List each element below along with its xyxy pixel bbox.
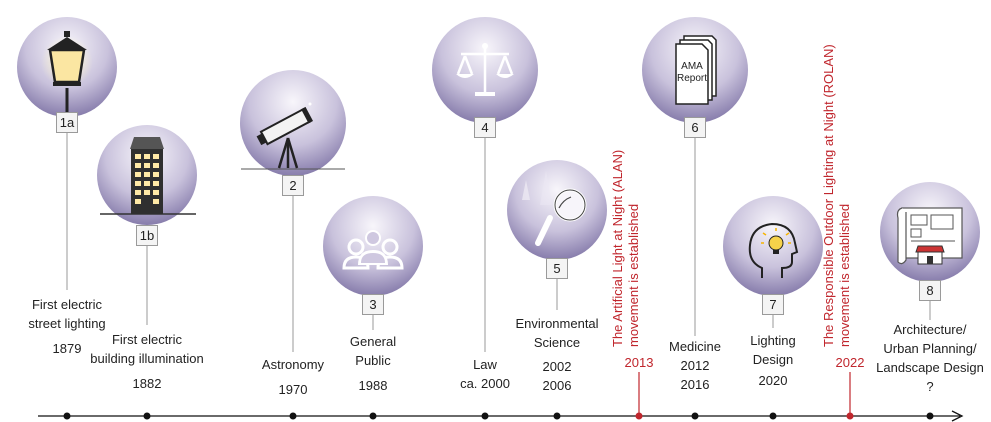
axis-markers <box>63 412 934 420</box>
milestone-text-line2: Urban Planning/ <box>883 341 977 356</box>
milestone-badge-5: 5 <box>546 258 568 279</box>
blueprint-icon <box>880 182 980 282</box>
milestone-year: 1988 <box>358 378 388 393</box>
milestone-year: ? <box>926 379 934 394</box>
report-icon: AMA Report <box>642 17 748 123</box>
head-lightbulb-icon <box>723 196 823 296</box>
milestone-label-6: Medicine 2012 2016 <box>669 337 721 394</box>
milestone-year: 2012 <box>680 358 710 373</box>
milestone-text-line1: Architecture/ <box>893 322 967 337</box>
street-lamp-icon <box>17 17 117 117</box>
milestone-badge-6: 6 <box>684 117 706 138</box>
milestone-badge-3: 3 <box>362 294 384 315</box>
milestone-text-line2: street lighting <box>28 316 106 331</box>
telescope-icon <box>240 70 346 176</box>
milestone-year2: 2006 <box>542 378 572 393</box>
report-label-line2: Report <box>677 73 707 84</box>
milestone-text-line2: building illumination <box>90 351 204 366</box>
milestone-badge-4: 4 <box>474 117 496 138</box>
milestone-text-line3: Landscape Design <box>876 360 984 375</box>
milestone-year2: 2016 <box>680 377 710 392</box>
milestone-badge-7: 7 <box>762 294 784 315</box>
milestone-year: 2020 <box>758 373 788 388</box>
milestone-label-8: Architecture/ Urban Planning/ Landscape … <box>876 320 984 396</box>
milestone-text-line1: Lighting <box>750 333 796 348</box>
milestone-text-line2: Science <box>533 335 581 350</box>
milestone-label-7: Lighting Design 2020 <box>750 331 796 390</box>
milestone-text-line1: General <box>349 334 397 349</box>
event-rolan-label: The Responsible Outdoor Lighting at Nigh… <box>821 44 853 347</box>
people-group-icon <box>323 196 423 296</box>
milestone-label-5: Environmental Science 2002 2006 <box>515 314 598 395</box>
milestone-year: 1879 <box>52 341 82 356</box>
event-year-2013: 2013 <box>624 355 654 370</box>
magnifier-icon <box>507 160 607 260</box>
milestone-year: ca. 2000 <box>460 376 510 391</box>
report-label-line1: AMA <box>681 61 703 72</box>
event-text-line1: The Artificial Light at Night (ALAN) <box>610 149 625 347</box>
event-text-line2: movement is established <box>837 203 852 347</box>
event-text-line2: movement is established <box>626 203 641 347</box>
milestone-label-2: Astronomy 1970 <box>262 355 324 399</box>
milestone-text-line2: Design <box>752 352 794 367</box>
milestone-label-1b: First electric building illumination 188… <box>90 330 203 393</box>
milestone-text-line1: Law <box>473 357 497 372</box>
lit-building-icon <box>97 125 197 225</box>
milestone-badge-1a: 1a <box>56 112 78 133</box>
milestone-text-line1: First electric <box>111 332 183 347</box>
milestone-label-1a: First electric street lighting 1879 <box>28 295 105 358</box>
milestone-text-line2: Public <box>355 353 391 368</box>
milestone-text-line1: Astronomy <box>261 357 325 372</box>
milestone-year: 1882 <box>132 376 162 391</box>
milestone-badge-2: 2 <box>282 175 304 196</box>
milestone-text-line1: Environmental <box>515 316 599 331</box>
event-alan-label: The Artificial Light at Night (ALAN) mov… <box>610 150 642 347</box>
milestone-year: 2002 <box>542 359 572 374</box>
timeline-axis <box>38 410 964 422</box>
milestone-label-4: Law ca. 2000 <box>460 355 510 393</box>
milestone-text-line1: First electric <box>31 297 103 312</box>
milestone-badge-1b: 1b <box>136 225 158 246</box>
event-lines <box>638 372 851 416</box>
scales-icon <box>432 17 538 123</box>
milestone-text-line1: Medicine <box>668 339 722 354</box>
event-text-line1: The Responsible Outdoor Lighting at Nigh… <box>821 44 836 347</box>
axis-arrow-icon <box>951 410 964 422</box>
milestone-badge-8: 8 <box>919 280 941 301</box>
milestone-year: 1970 <box>278 382 308 397</box>
event-year-2022: 2022 <box>835 355 865 370</box>
connector-lines <box>66 132 931 352</box>
milestone-label-3: General Public 1988 <box>350 332 396 395</box>
